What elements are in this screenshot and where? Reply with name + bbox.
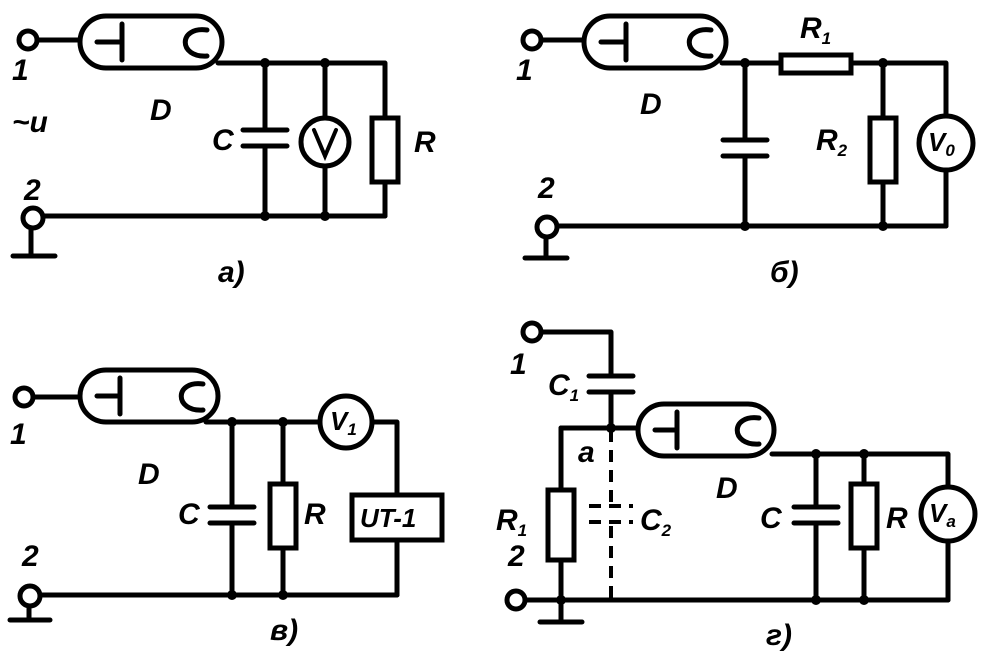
diode-c-anode <box>178 381 206 413</box>
diode-b <box>581 13 729 71</box>
diode-d-cathode <box>652 409 680 451</box>
label-a-terminal-1: 1 <box>12 54 29 87</box>
panel-d: Va 1 2 C1 a R1 C2 D C R г) <box>496 320 978 652</box>
diode-a-anode <box>182 27 210 59</box>
junction-d-1 <box>811 449 821 459</box>
terminal-b-1 <box>520 28 544 52</box>
label-b-diode: D <box>640 88 662 121</box>
label-c-terminal-2: 2 <box>21 540 39 573</box>
caption-a: a) <box>218 256 245 289</box>
junction-c-4 <box>278 590 288 600</box>
panel-a: 1 ~u 2 D C R a) <box>10 13 436 289</box>
junction-a-3 <box>260 211 270 221</box>
label-d-terminal-2: 2 <box>507 540 525 573</box>
junction-a-2 <box>320 58 330 68</box>
resistor-d-r1 <box>545 487 577 563</box>
diode-c-cathode <box>94 375 123 417</box>
capacitor-d-c2 <box>589 504 633 524</box>
label-b-terminal-2: 2 <box>537 172 555 205</box>
label-d-resistor: R <box>886 502 908 535</box>
label-b-meter: V0 <box>928 127 955 160</box>
junction-d-3 <box>556 595 566 605</box>
capacitor-b <box>720 137 770 159</box>
terminal-a-1 <box>16 28 40 52</box>
voltmeter-a-v-glyph <box>312 128 338 162</box>
wire-d-anode-out <box>769 451 951 491</box>
label-c-meter: V1 <box>330 406 357 439</box>
caption-b: б) <box>770 256 799 289</box>
terminal-d-2 <box>504 588 528 612</box>
voltmeter-d <box>918 484 978 544</box>
label-d-c1: C1 <box>548 369 579 405</box>
caption-d: г) <box>766 619 792 652</box>
diode-a-cathode <box>94 21 125 63</box>
terminal-c-2 <box>17 583 43 609</box>
label-b-terminal-1: 1 <box>516 54 533 87</box>
panel-c: V1 UT-1 1 2 D C R в) <box>7 367 445 647</box>
label-d-node: a <box>578 436 595 469</box>
capacitor-d-c1 <box>586 373 636 395</box>
capacitor-d <box>791 504 841 526</box>
label-c-diode: D <box>138 458 160 491</box>
terminal-b-2 <box>534 214 560 240</box>
label-d-meter: Va <box>929 498 956 531</box>
panel-b: V0 1 2 D R1 R2 б) <box>516 12 976 289</box>
junction-d-2 <box>859 449 869 459</box>
junction-b-2 <box>878 58 888 68</box>
junction-b-3 <box>740 221 750 231</box>
resistor-c <box>267 481 299 551</box>
junction-b-4 <box>878 221 888 231</box>
wire-c-meter-out <box>369 419 400 498</box>
diode-d <box>635 401 777 459</box>
terminal-c-1 <box>12 385 36 409</box>
wire-b-r1-out <box>848 60 949 119</box>
junction-d-node <box>606 423 616 433</box>
terminal-d-1 <box>520 320 544 344</box>
label-b-r1: R1 <box>800 12 831 48</box>
junction-c-3 <box>227 590 237 600</box>
label-a-capacitor: C <box>212 124 235 157</box>
diode-a <box>77 13 225 71</box>
capacitor-c <box>207 504 257 526</box>
junction-a-4 <box>320 211 330 221</box>
device-c-ut1 <box>349 492 445 543</box>
label-d-c2: C2 <box>640 504 672 540</box>
wire-d-input <box>538 329 614 379</box>
voltmeter-b <box>916 113 976 173</box>
caption-c: в) <box>270 614 298 647</box>
label-d-r1: R1 <box>496 504 527 540</box>
label-c-resistor: R <box>304 498 326 531</box>
diode-c <box>77 367 221 425</box>
label-a-terminal-2: 2 <box>23 174 41 207</box>
resistor-b-r2 <box>867 115 899 185</box>
label-c-device: UT-1 <box>360 503 416 533</box>
capacitor-a <box>240 127 290 149</box>
junction-d-5 <box>859 595 869 605</box>
label-d-terminal-1: 1 <box>510 348 527 381</box>
resistor-d <box>848 481 880 551</box>
diode-d-anode <box>734 415 762 447</box>
terminal-a-2 <box>20 205 46 231</box>
resistor-b-r1 <box>778 52 854 76</box>
junction-a-1 <box>260 58 270 68</box>
diode-b-anode <box>686 27 714 59</box>
wire-a-top-right <box>215 60 388 121</box>
label-b-r2: R2 <box>816 124 848 160</box>
label-c-capacitor: C <box>178 498 201 531</box>
voltmeter-c <box>317 393 375 451</box>
label-d-capacitor: C <box>760 502 783 535</box>
resistor-a <box>369 115 401 185</box>
label-a-diode: D <box>150 94 172 127</box>
label-a-resistor: R <box>414 126 436 159</box>
junction-d-4 <box>811 595 821 605</box>
label-d-diode: D <box>716 472 738 505</box>
label-c-terminal-1: 1 <box>10 418 27 451</box>
junction-c-1 <box>227 417 237 427</box>
junction-c-2 <box>278 417 288 427</box>
diode-b-cathode <box>598 21 629 63</box>
junction-b-1 <box>740 58 750 68</box>
label-a-source: ~u <box>12 106 48 139</box>
